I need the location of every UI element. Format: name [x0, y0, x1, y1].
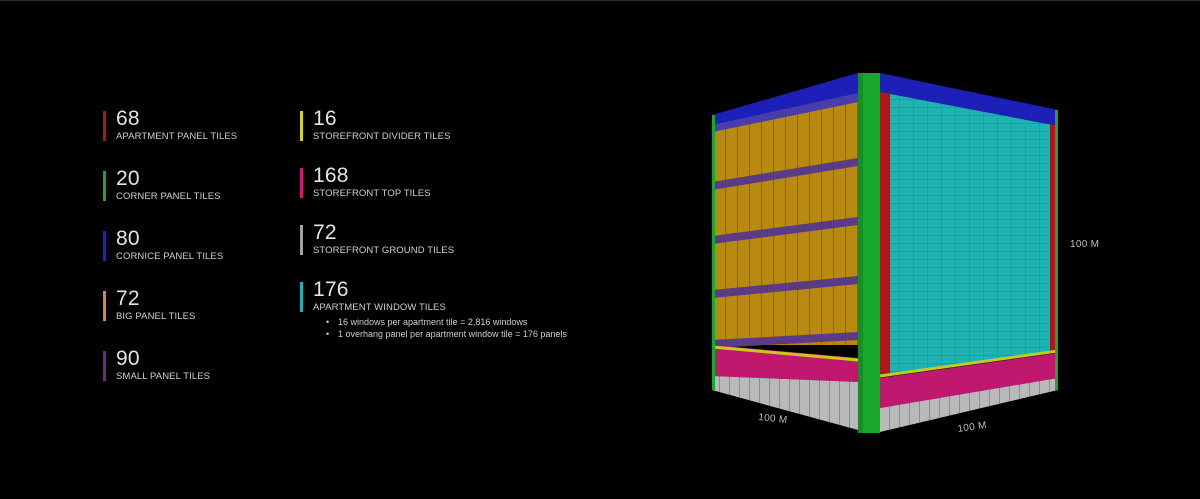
tile-label: APARTMENT PANEL TILES [116, 131, 238, 142]
corner-column [858, 73, 880, 433]
legend-column-1: 68 APARTMENT PANEL TILES 20 CORNER PANEL… [103, 107, 237, 407]
tile-count: 68 [116, 107, 140, 130]
tile-label: STOREFRONT TOP TILES [313, 188, 431, 199]
tile-count: 72 [313, 221, 337, 244]
small-panel-band [712, 158, 858, 190]
tile-label: APARTMENT WINDOW TILES [313, 302, 446, 313]
storefront-ground-right [880, 378, 1058, 432]
storefront-divider-right [879, 349, 1059, 378]
cornice-left-shade [712, 93, 858, 132]
legend-item-apartment-window: 176 APARTMENT WINDOW TILES 16 windows pe… [300, 278, 567, 340]
legend-column-2: 16 STOREFRONT DIVIDER TILES 168 STOREFRO… [300, 107, 567, 340]
storefront-divider-left [711, 345, 859, 362]
tile-count: 80 [116, 227, 140, 250]
left-width-dimension-label: 100 M [758, 412, 788, 426]
tile-label: CORNER PANEL TILES [116, 191, 221, 202]
legend-item-big-panel: 72 BIG PANEL TILES [103, 287, 237, 347]
legend-item-storefront-divider: 16 STOREFRONT DIVIDER TILES [300, 107, 567, 164]
cornice-right [880, 73, 1058, 126]
tile-label: SMALL PANEL TILES [116, 371, 211, 382]
color-swatch [300, 111, 303, 141]
window-tiles-right [880, 92, 1058, 375]
corner-column-edge [858, 73, 863, 433]
small-panel-band [712, 217, 858, 244]
tile-count: 20 [116, 167, 140, 190]
color-swatch [103, 351, 106, 381]
corner-strip-right [1055, 110, 1058, 390]
tile-label: CORNICE PANEL TILES [116, 251, 224, 262]
legend-item-corner-panel: 20 CORNER PANEL TILES [103, 167, 237, 227]
height-dimension-label: 100 M [1070, 239, 1099, 250]
color-swatch [103, 171, 106, 201]
small-panel-band [712, 276, 858, 298]
corner-strip-left [712, 115, 715, 390]
right-width-dimension-label: 100 M [957, 420, 988, 435]
building-diagram: 100 M 100 M 100 M [711, 73, 1099, 435]
color-swatch [300, 225, 303, 255]
storefront-top-right [880, 353, 1058, 408]
tile-count: 176 [313, 278, 349, 301]
apartment-panel-right-left [880, 92, 890, 375]
window-note: 1 overhang panel per apartment window ti… [326, 328, 567, 340]
color-swatch [300, 168, 303, 198]
legend-item-storefront-top: 168 STOREFRONT TOP TILES [300, 164, 567, 221]
tile-count: 16 [313, 107, 337, 130]
color-swatch [103, 231, 106, 261]
top-border [0, 0, 1200, 1]
legend-item-apartment-panel: 68 APARTMENT PANEL TILES [103, 107, 237, 167]
window-note: 16 windows per apartment tile = 2,816 wi… [326, 316, 567, 328]
color-swatch [103, 291, 106, 321]
legend-item-storefront-ground: 72 STOREFRONT GROUND TILES [300, 221, 567, 278]
tile-count: 168 [313, 164, 349, 187]
storefront-top-left [712, 345, 858, 382]
small-panel-band [712, 332, 858, 348]
tile-label: STOREFRONT GROUND TILES [313, 245, 455, 256]
window-notes: 16 windows per apartment tile = 2,816 wi… [313, 316, 567, 340]
color-swatch [103, 111, 106, 141]
legend-item-small-panel: 90 SMALL PANEL TILES [103, 347, 237, 407]
legend-item-cornice-panel: 80 CORNICE PANEL TILES [103, 227, 237, 287]
tile-label: STOREFRONT DIVIDER TILES [313, 131, 451, 142]
color-swatch [300, 282, 303, 312]
tile-label: BIG PANEL TILES [116, 311, 196, 322]
tile-count: 90 [116, 347, 140, 370]
storefront-ground-left [712, 376, 858, 430]
tile-count: 72 [116, 287, 140, 310]
